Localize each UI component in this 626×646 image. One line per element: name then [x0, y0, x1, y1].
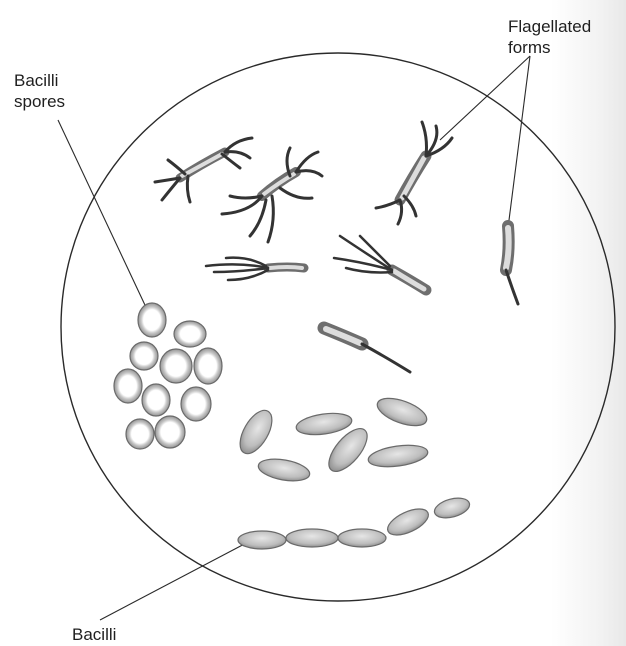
flagellate-7	[506, 226, 518, 304]
bacillus	[367, 442, 429, 470]
chain-bacillus	[286, 529, 338, 547]
label-flagellated-forms: Flagellated forms	[508, 16, 591, 58]
label-bacilli-spores: Bacilli spores	[14, 70, 65, 112]
bacillus	[257, 456, 312, 485]
spores-leader-line	[58, 120, 152, 320]
label-line: Bacilli	[14, 70, 65, 91]
spore	[142, 384, 170, 416]
chain-bacillus	[432, 495, 471, 522]
flagellate-1	[155, 138, 252, 202]
bacilli-rods	[234, 393, 431, 485]
chain-bacillus	[338, 529, 386, 547]
flagellate-2	[222, 148, 322, 242]
flagellated-forms	[155, 122, 518, 372]
flagellated-leader-line-1	[440, 56, 530, 140]
flagellate-5	[334, 236, 426, 290]
bacilli-leader-line	[100, 540, 252, 620]
spore	[130, 342, 158, 370]
label-line: spores	[14, 91, 65, 112]
spore	[138, 303, 166, 337]
spore	[181, 387, 211, 421]
flagellate-6	[324, 328, 410, 372]
flagellate-3	[376, 122, 452, 224]
label-line: Flagellated	[508, 16, 591, 37]
label-line: forms	[508, 37, 591, 58]
flagellated-leader-line-2	[508, 56, 530, 228]
chain-bacillus	[238, 531, 286, 549]
flagellate-4	[206, 258, 304, 280]
bacilli-chain	[238, 495, 472, 549]
spore	[194, 348, 222, 384]
spore	[126, 419, 154, 449]
spore	[114, 369, 142, 403]
spore	[174, 321, 206, 347]
bacilli-spores	[114, 303, 222, 449]
bacillus	[234, 405, 279, 459]
spore	[160, 349, 192, 383]
chain-bacillus	[384, 504, 432, 541]
bacillus	[374, 393, 430, 431]
spore	[155, 416, 185, 448]
label-bacilli: Bacilli	[72, 624, 116, 645]
bacillus	[295, 410, 353, 438]
